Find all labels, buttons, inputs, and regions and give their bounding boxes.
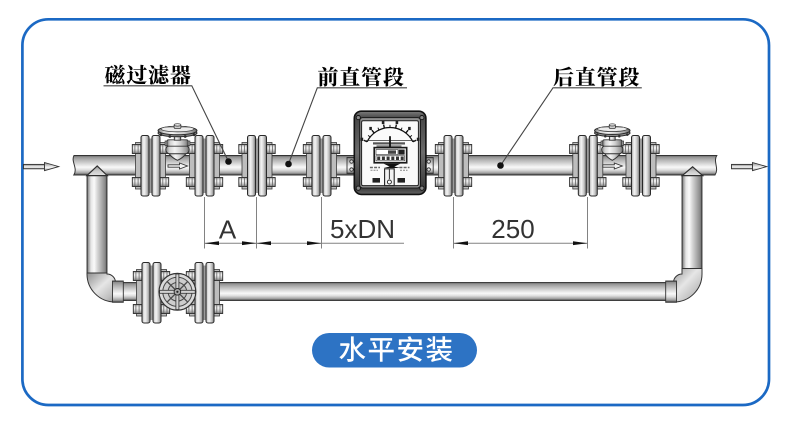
svg-text:250: 250 xyxy=(491,214,534,244)
svg-text:A: A xyxy=(219,215,237,245)
svg-text:5xDN: 5xDN xyxy=(330,214,395,244)
